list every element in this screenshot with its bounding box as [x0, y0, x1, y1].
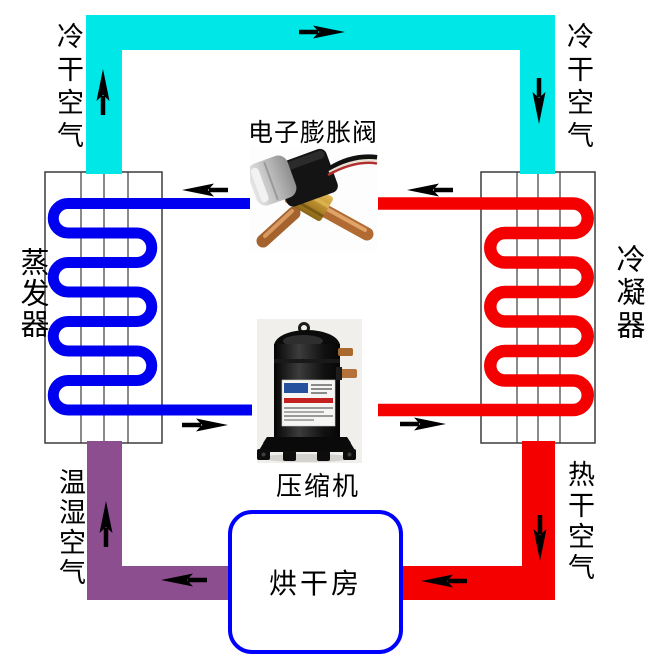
compressor-to-condenser-arrow: [400, 418, 446, 431]
expansion-valve-image: [247, 147, 378, 251]
expansion-valve-label: 电子膨胀阀: [247, 120, 378, 147]
drying-room-label: 烘干房: [268, 569, 362, 600]
compressor-graphic: [257, 319, 362, 463]
hot-air-duct: [403, 441, 555, 600]
cold-air-duct: [86, 15, 555, 174]
drying-room-box: 烘干房: [228, 510, 403, 654]
evaporator-label: 蒸发器: [16, 247, 48, 340]
compressor-label: 压缩机: [275, 472, 360, 501]
expansion-valve-graphic: [247, 147, 378, 251]
condenser-label: 冷凝器: [612, 244, 644, 343]
humid-air-duct: [87, 441, 228, 600]
condenser-to-valve-arrow: [407, 184, 453, 197]
evaporator-frame: [44, 171, 163, 444]
warm-humid-air-label: 温湿空气: [55, 468, 85, 588]
evaporator-to-compressor-arrow: [182, 419, 228, 432]
compressor-image: [257, 319, 362, 463]
cold-dry-air-right-label: 冷干空气: [563, 22, 593, 154]
cold-dry-air-left-label: 冷干空气: [53, 22, 83, 154]
hot-dry-air-label: 热干空气: [564, 460, 594, 584]
evaporator-coil-tube: [47, 198, 252, 416]
valve-to-evaporator-arrow: [182, 184, 228, 197]
condenser-coil-tube: [375, 197, 594, 417]
